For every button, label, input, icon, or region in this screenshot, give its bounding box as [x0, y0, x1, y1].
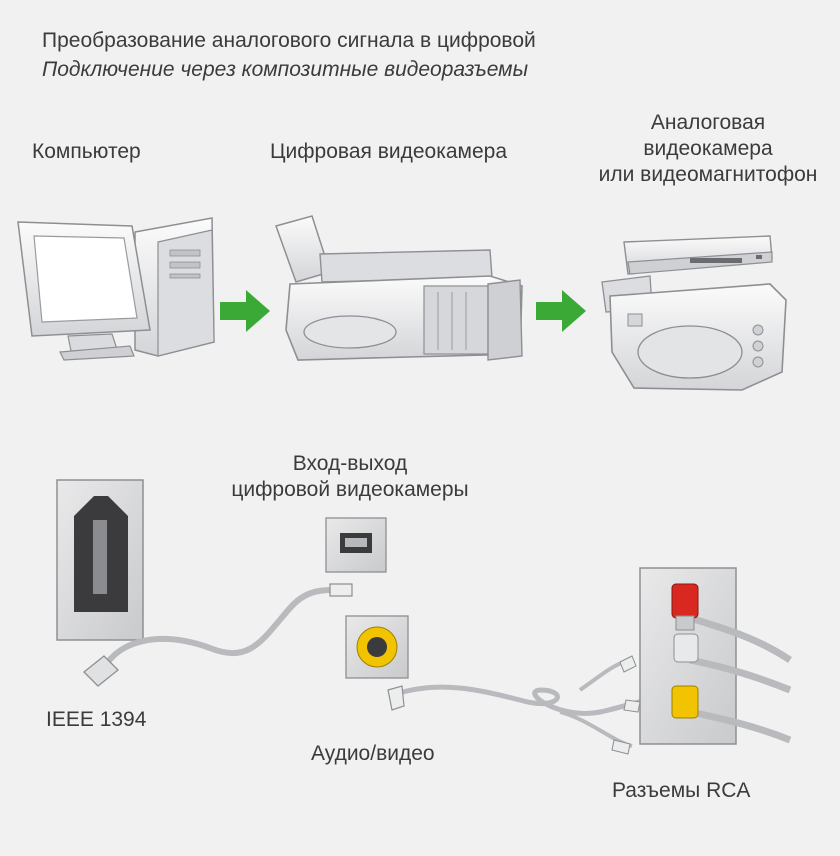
label-port-line2: цифровой видеокамеры	[231, 478, 469, 501]
ieee1394-plug-icon	[83, 655, 119, 687]
loose-plug-icon	[611, 739, 631, 755]
rca-plug-red-icon	[671, 583, 699, 631]
arrow-right-icon	[536, 290, 586, 332]
label-analog-device: Аналоговая видеокамера или видеомагнитоф…	[578, 110, 838, 188]
label-camera-port: Вход-выход цифровой видеокамеры	[200, 451, 500, 503]
label-analog-line1: Аналоговая	[650, 111, 766, 134]
digital-camera-port	[325, 517, 387, 573]
label-analog-line2: видеокамера	[643, 137, 773, 160]
label-rca: Разъемы RCA	[612, 779, 751, 802]
analog-camcorder-icon	[601, 275, 787, 391]
label-digital-camera: Цифровая видеокамера	[270, 140, 508, 163]
rca-cable-red	[688, 614, 792, 663]
rca-cable-yellow	[689, 708, 792, 744]
label-analog-line3: или видеомагнитофон	[598, 163, 818, 186]
rca-plug-yellow-icon	[671, 685, 699, 719]
diagram-title: Преобразование аналогового сигнала в циф…	[42, 29, 536, 52]
rca-plug-white-icon	[673, 633, 699, 663]
ieee1394-cable	[101, 587, 335, 671]
small-plug-icon	[329, 583, 353, 597]
computer-icon	[17, 217, 215, 361]
label-audio-video: Аудио/видео	[311, 742, 435, 765]
loose-plug-icon	[623, 699, 641, 713]
av-cable	[393, 684, 663, 716]
diagram-subtitle: Подключение через композитные видеоразъе…	[42, 58, 529, 81]
loose-plug-icon	[619, 655, 637, 673]
label-computer: Компьютер	[32, 140, 141, 163]
label-port-line1: Вход-выход	[292, 452, 408, 475]
av-split-cable	[578, 660, 625, 692]
vcr-icon	[623, 235, 773, 275]
av-split-cable	[559, 710, 633, 748]
arrow-right-icon	[220, 290, 270, 332]
digital-camcorder-icon	[275, 215, 523, 361]
ieee1394-port-plate	[56, 479, 144, 641]
av-jack-plate	[345, 615, 409, 679]
label-ieee1394: IEEE 1394	[46, 708, 147, 731]
rca-cable-white	[689, 656, 792, 694]
minijack-plug-icon	[387, 685, 405, 711]
